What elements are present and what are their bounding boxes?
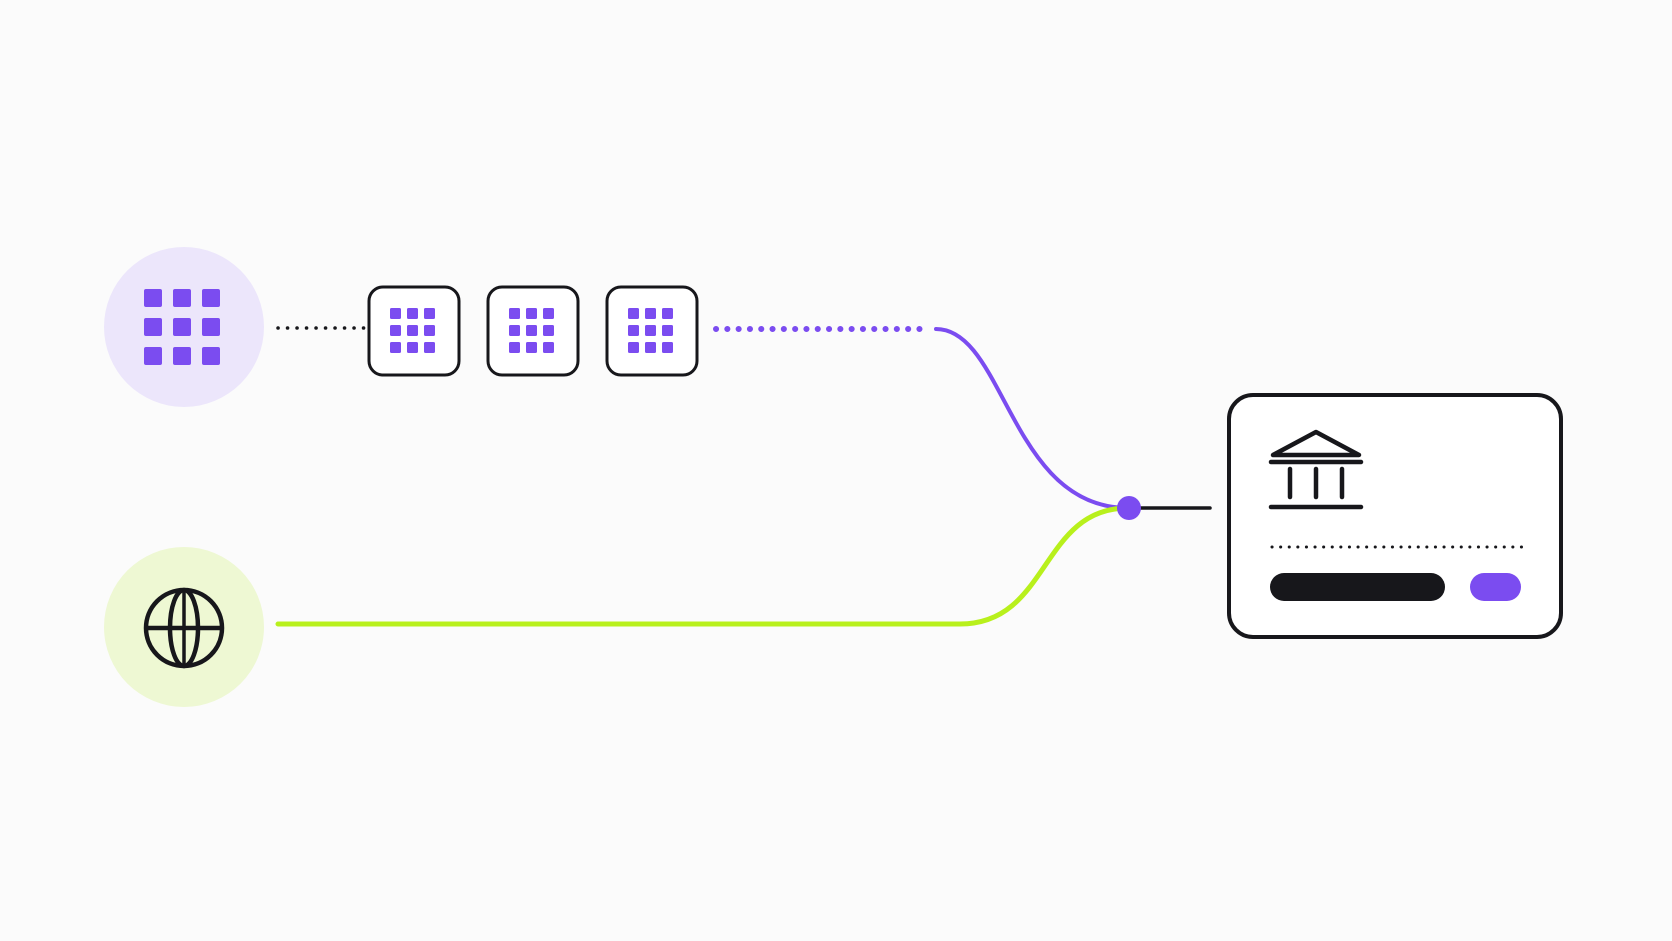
merge-point [1117,496,1141,520]
grid-icon [390,308,435,353]
grid-icon [628,308,673,353]
packet-box-2 [486,285,580,377]
bank-card-dark-bar [1270,573,1445,601]
bank-card-accent-pill [1470,573,1521,601]
packet-box-1 [367,285,461,377]
apps-source-node [104,247,264,407]
grid-icon [509,308,554,353]
packet-box-3 [605,285,699,377]
bank-card [1227,393,1563,639]
bank-icon [1268,429,1364,510]
globe-icon [143,587,225,669]
packets-to-merge-curve [934,327,1130,510]
grid-icon [144,289,220,365]
web-to-merge-curve [275,505,1131,627]
web-source-node [104,547,264,707]
